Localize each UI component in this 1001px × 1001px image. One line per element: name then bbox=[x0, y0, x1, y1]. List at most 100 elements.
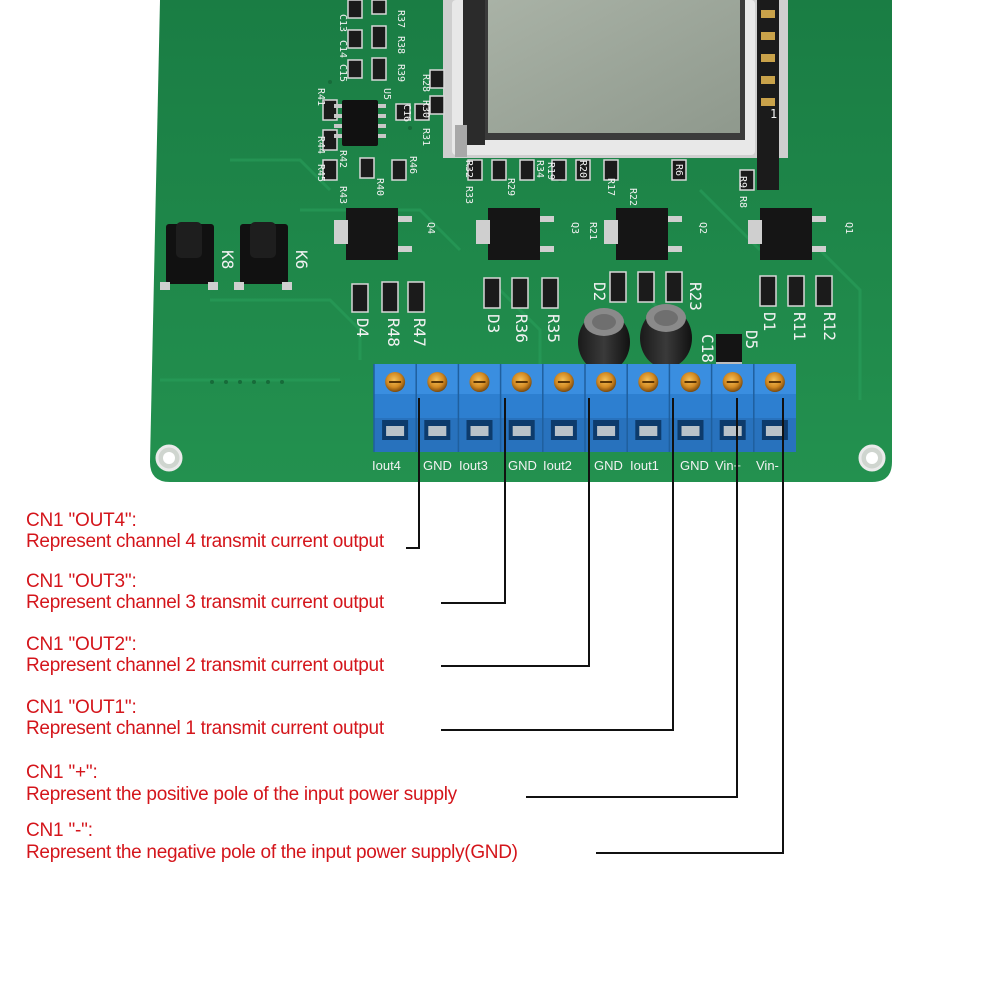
silk-r34: R34 bbox=[534, 160, 545, 178]
silk-r9: R9 bbox=[737, 176, 748, 188]
leader-line-plus bbox=[526, 398, 738, 798]
silk-k6: K6 bbox=[292, 250, 311, 269]
annotation-out1-desc: Represent channel 1 transmit current out… bbox=[26, 718, 384, 739]
screw-terminal bbox=[710, 364, 746, 452]
annotation-out4-title: CN1 "OUT4": bbox=[26, 510, 137, 531]
silk-r41: R41 bbox=[315, 88, 326, 106]
silk-r12: R12 bbox=[820, 312, 839, 341]
silk-d1: D1 bbox=[760, 312, 779, 331]
silk-c14: C14 bbox=[337, 40, 348, 58]
smd-components bbox=[322, 0, 755, 191]
annotation-out1-title: CN1 "OUT1": bbox=[26, 697, 137, 718]
silk-r19: R19 bbox=[545, 162, 556, 180]
silk-r22: R22 bbox=[627, 188, 638, 206]
silk-r38: R38 bbox=[395, 36, 406, 54]
transistors bbox=[334, 208, 826, 260]
push-buttons: K8 K6 bbox=[160, 222, 311, 290]
silk-r42: R42 bbox=[337, 150, 348, 168]
terminal-label-iout2: Iout2 bbox=[543, 458, 572, 473]
electrolytic-capacitors bbox=[578, 304, 692, 372]
silk-q2: Q2 bbox=[697, 222, 708, 234]
annotation-minus-title: CN1 "-": bbox=[26, 820, 93, 841]
silk-r31: R31 bbox=[420, 128, 431, 146]
silk-r43: R43 bbox=[337, 186, 348, 204]
silk-d2: D2 bbox=[590, 282, 609, 301]
silk-r32: R32 bbox=[463, 160, 474, 178]
button-k8 bbox=[160, 222, 218, 290]
terminal-labels: Iout4 GND Iout3 GND Iout2 GND Iout1 GND … bbox=[372, 458, 779, 473]
silk-d3: D3 bbox=[484, 314, 503, 333]
silk-d4: D4 bbox=[353, 318, 372, 337]
annotation-out2-desc: Represent channel 2 transmit current out… bbox=[26, 655, 384, 676]
leader-line-out2 bbox=[441, 398, 590, 667]
screw-terminal bbox=[499, 364, 535, 452]
screw-terminal bbox=[415, 364, 451, 452]
silk-r35: R35 bbox=[544, 314, 563, 343]
terminal-label-iout1: Iout1 bbox=[630, 458, 659, 473]
leader-line-out4 bbox=[406, 398, 420, 549]
silk-r8: R8 bbox=[737, 196, 748, 208]
silk-r48: R48 bbox=[384, 318, 403, 347]
leader-line-out1 bbox=[441, 398, 674, 731]
silk-c16: C16 bbox=[401, 104, 412, 122]
silk-c15: C15 bbox=[337, 64, 348, 82]
silk-r21: R21 bbox=[587, 222, 598, 240]
silk-r37: R37 bbox=[395, 10, 406, 28]
screw-terminal bbox=[457, 364, 493, 452]
silk-r45: R45 bbox=[315, 164, 326, 182]
silk-pin-1: 1 bbox=[770, 107, 777, 121]
screw-terminal bbox=[626, 364, 662, 452]
silk-r46: R46 bbox=[407, 156, 418, 174]
silk-r39: R39 bbox=[395, 64, 406, 82]
annotation-out2-title: CN1 "OUT2": bbox=[26, 634, 137, 655]
silk-r47: R47 bbox=[410, 318, 429, 347]
lower-components: D4 R48 R47 D3 R36 R35 D2 R23 C18 D5 D1 R… bbox=[351, 271, 839, 370]
screw-terminal bbox=[542, 364, 577, 452]
silk-r33: R33 bbox=[463, 186, 474, 204]
leader-line-minus bbox=[596, 398, 784, 854]
silk-u5: U5 bbox=[381, 88, 392, 100]
silk-r40: R40 bbox=[374, 178, 385, 196]
silk-q3: Q3 bbox=[569, 222, 580, 234]
silk-r28: R28 bbox=[420, 74, 431, 92]
lcd-display bbox=[443, 0, 788, 190]
button-k6 bbox=[234, 222, 292, 290]
silk-q4: Q4 bbox=[425, 222, 436, 234]
silk-d5: D5 bbox=[742, 330, 761, 349]
terminal-label-gnd-1: GND bbox=[423, 458, 452, 473]
silk-r30: R30 bbox=[420, 100, 431, 118]
silk-k8: K8 bbox=[218, 250, 237, 269]
silkscreen-labels: R37 R38 R39 R28 R30 R31 R41 R44 R42 R45 … bbox=[315, 10, 854, 240]
silk-c13: C13 bbox=[337, 14, 348, 32]
screw-terminal bbox=[668, 364, 704, 452]
silk-r29: R29 bbox=[505, 178, 516, 196]
annotation-plus-desc: Represent the positive pole of the input… bbox=[26, 784, 457, 805]
terminal-label-gnd-3: GND bbox=[594, 458, 623, 473]
terminal-block bbox=[373, 364, 796, 452]
silk-r36: R36 bbox=[512, 314, 531, 343]
annotation-out3-title: CN1 "OUT3": bbox=[26, 571, 137, 592]
leader-line-out3 bbox=[441, 398, 506, 604]
annotation-out4-desc: Represent channel 4 transmit current out… bbox=[26, 531, 384, 552]
screw-terminal bbox=[753, 364, 788, 452]
silk-c18: C18 bbox=[698, 334, 717, 363]
annotation-plus-title: CN1 "+": bbox=[26, 762, 98, 783]
silk-q1: Q1 bbox=[843, 222, 854, 234]
leader-lines bbox=[406, 398, 784, 854]
terminal-label-vin-plus: Vin+ bbox=[715, 458, 741, 473]
screw-terminal bbox=[373, 364, 409, 452]
terminal-label-gnd-2: GND bbox=[508, 458, 537, 473]
silk-r6: R6 bbox=[673, 164, 684, 176]
silk-r44: R44 bbox=[315, 136, 326, 154]
terminal-label-vin-minus: Vin- bbox=[756, 458, 779, 473]
silk-r11: R11 bbox=[790, 312, 809, 341]
terminal-label-iout4: Iout4 bbox=[372, 458, 401, 473]
annotation-out3-desc: Represent channel 3 transmit current out… bbox=[26, 592, 384, 613]
silk-r23: R23 bbox=[686, 282, 705, 311]
silk-r17: R17 bbox=[605, 178, 616, 196]
annotation-minus-desc: Represent the negative pole of the input… bbox=[26, 842, 518, 863]
terminal-label-gnd-4: GND bbox=[680, 458, 709, 473]
terminal-label-iout3: Iout3 bbox=[459, 458, 488, 473]
silk-r20: R20 bbox=[577, 160, 588, 178]
